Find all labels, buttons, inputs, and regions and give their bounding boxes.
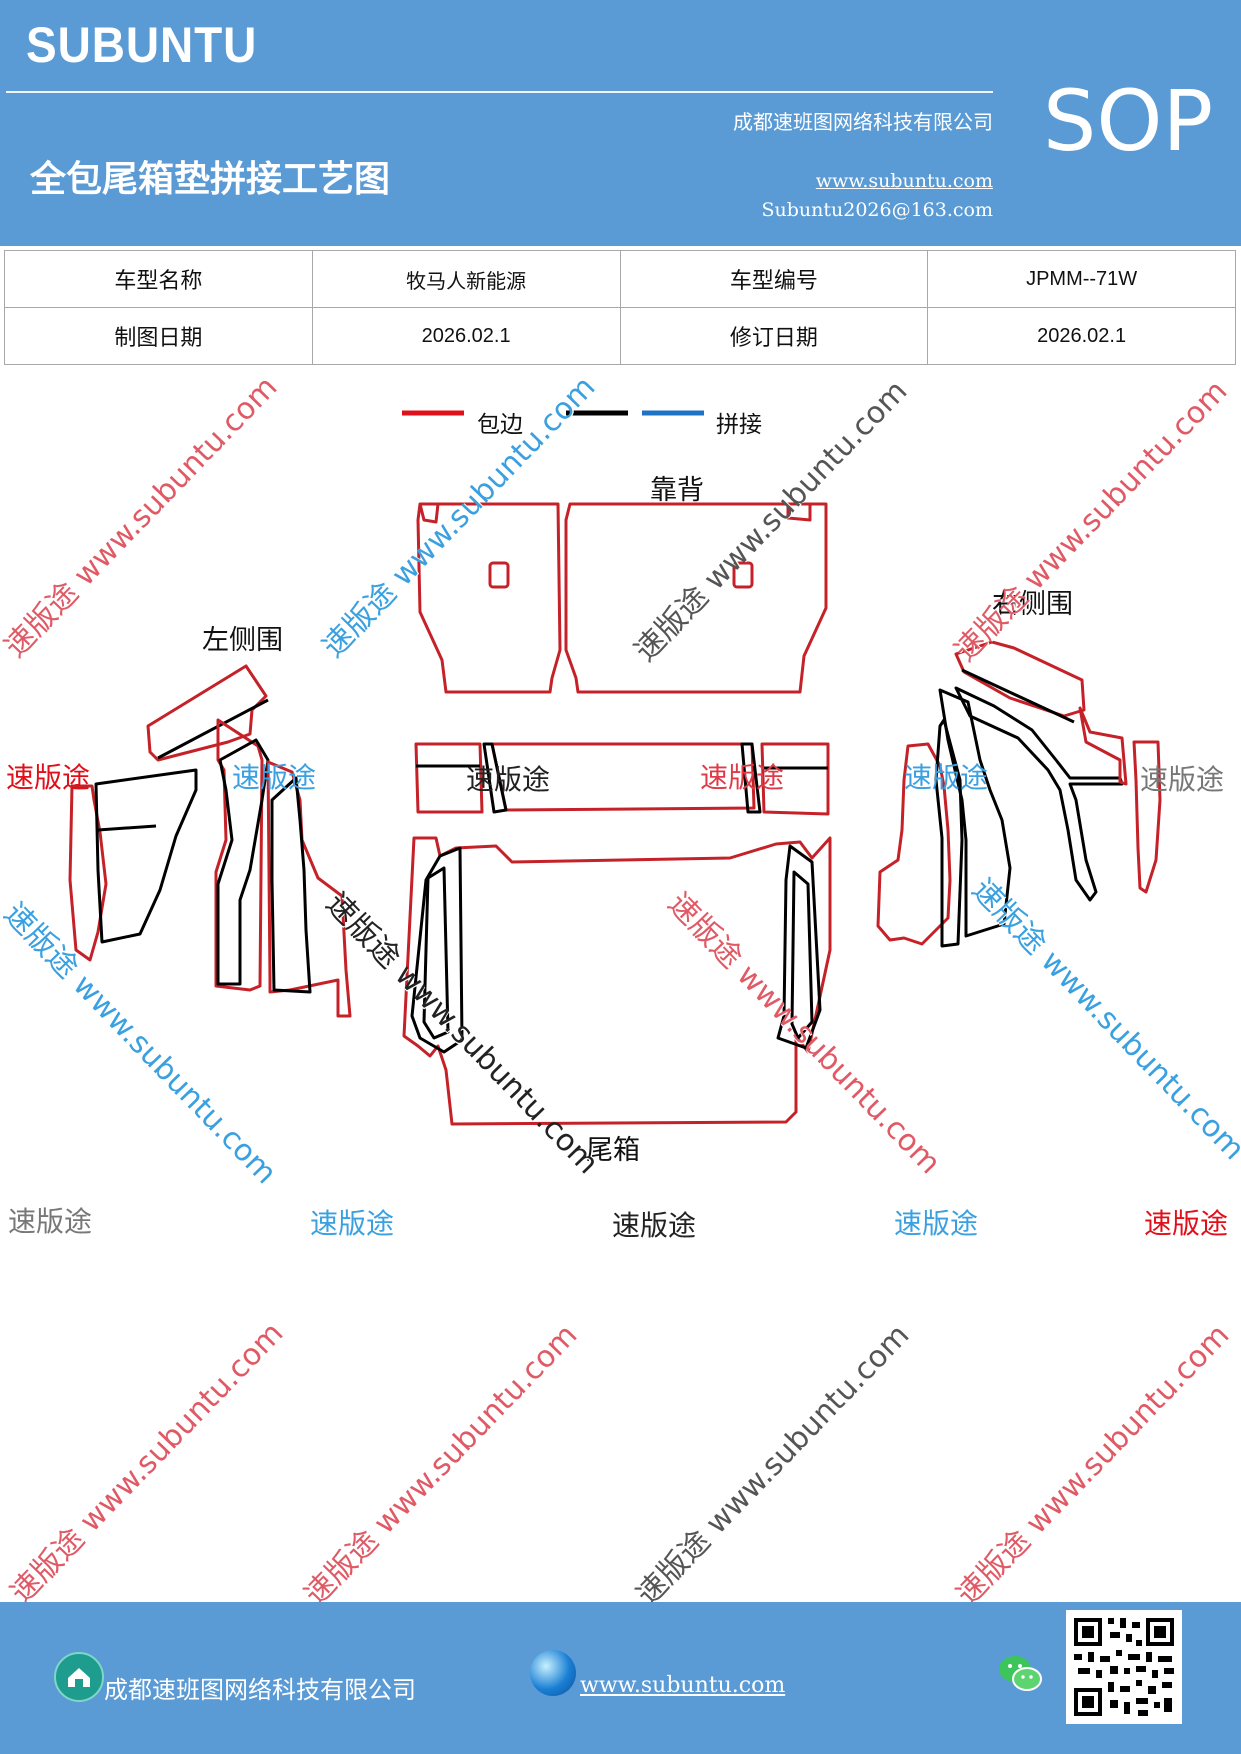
- backrest-right-hole: [732, 561, 754, 589]
- right-side-far-piece: [1132, 740, 1162, 894]
- home-icon: [54, 1652, 104, 1702]
- left-side-pillar-inner: [270, 776, 312, 994]
- watermark-text: 速版途: [1140, 763, 1225, 796]
- right-side-main-piece: [954, 686, 1124, 902]
- brand-logo: SUBUNTU: [26, 17, 258, 73]
- globe-icon: [530, 1650, 576, 1696]
- left-side-outer-piece: [68, 784, 108, 962]
- watermark-text: 速版途: [466, 763, 551, 796]
- legend-wrap-label: 包边: [477, 412, 523, 438]
- revise-date-label: 修订日期: [619, 307, 929, 365]
- backrest-left-panel: [416, 502, 562, 694]
- header-banner: [0, 0, 1241, 246]
- right-side-mid-piece: [934, 718, 964, 948]
- left-side-top-join: [157, 698, 269, 760]
- header-divider: [6, 91, 993, 93]
- strip-center-join-left: [482, 742, 508, 814]
- left-side-main-piece: [94, 768, 198, 944]
- table-row: 车型名称 牧马人新能源 车型编号 JPMM--71W: [4, 250, 1236, 308]
- right-side-label: 右侧围: [992, 589, 1073, 620]
- footer-company: 成都速班图网络科技有限公司: [104, 1676, 416, 1704]
- left-side-main-join: [97, 824, 157, 832]
- trunk-left-channel-inner: [422, 866, 450, 1040]
- watermark-text: 速版途: [6, 761, 91, 794]
- header-company: 成都速班图网络科技有限公司: [733, 110, 993, 134]
- left-side-top-piece: [146, 664, 268, 762]
- header-website-link[interactable]: www.subuntu.com: [815, 170, 993, 192]
- left-side-label: 左侧围: [202, 625, 283, 656]
- backrest-left-notch: [418, 503, 440, 524]
- watermark-text: 速版途: [1144, 1207, 1229, 1240]
- right-side-outer-right: [1078, 706, 1128, 786]
- watermark-text: 速版途: [310, 1207, 395, 1240]
- watermark-text: 速版途: [894, 1207, 979, 1240]
- left-side-pillar-outer: [266, 760, 352, 1018]
- doc-type-badge: SOP: [1043, 72, 1214, 170]
- right-side-top-join: [961, 668, 1075, 724]
- trunk-floor-panel: [402, 836, 832, 1126]
- document-title: 全包尾箱垫拼接工艺图: [30, 159, 391, 200]
- qr-code-icon[interactable]: [1066, 1610, 1182, 1724]
- draw-date-value: 2026.02.1: [311, 307, 621, 365]
- model-code-label: 车型编号: [619, 250, 929, 308]
- model-name-label: 车型名称: [4, 250, 313, 308]
- trunk-label: 尾箱: [586, 1135, 640, 1166]
- left-side-rear-inner: [216, 738, 270, 986]
- header-email: Subuntu2026@163.com: [761, 199, 993, 221]
- right-side-top-piece: [954, 640, 1086, 718]
- strip-center-join-right: [740, 742, 762, 814]
- right-side-pillar-outer: [876, 742, 952, 946]
- model-name-value: 牧马人新能源: [311, 250, 621, 308]
- watermark-text: 速版途: [8, 1205, 93, 1238]
- model-code-value: JPMM--71W: [927, 250, 1236, 308]
- table-row: 制图日期 2026.02.1 修订日期 2026.02.1: [4, 307, 1236, 365]
- strip-left-piece: [414, 742, 484, 814]
- backrest-label: 靠背: [650, 475, 704, 506]
- strip-right-piece: [760, 742, 830, 816]
- backrest-left-hole: [488, 561, 510, 589]
- trunk-right-channel-inner: [790, 870, 814, 1040]
- wechat-icon[interactable]: [996, 1652, 1044, 1696]
- footer-website-link[interactable]: www.subuntu.com: [580, 1673, 786, 1698]
- watermark-text: 速版途: [904, 761, 989, 794]
- revise-date-value: 2026.02.1: [927, 307, 1236, 365]
- backrest-right-notch: [786, 504, 812, 522]
- watermark-text: 速版途: [700, 761, 785, 794]
- backrest-right-panel: [564, 502, 828, 694]
- trunk-right-channel-outer: [776, 844, 822, 1050]
- trunk-left-channel-outer: [410, 846, 464, 1054]
- watermark-text: 速版途: [612, 1209, 697, 1242]
- vehicle-info-table: 车型名称 牧马人新能源 车型编号 JPMM--71W 制图日期 2026.02.…: [4, 250, 1236, 365]
- watermark-text: 速版途: [232, 761, 317, 794]
- legend-join-label: 拼接: [716, 412, 762, 438]
- draw-date-label: 制图日期: [4, 307, 313, 365]
